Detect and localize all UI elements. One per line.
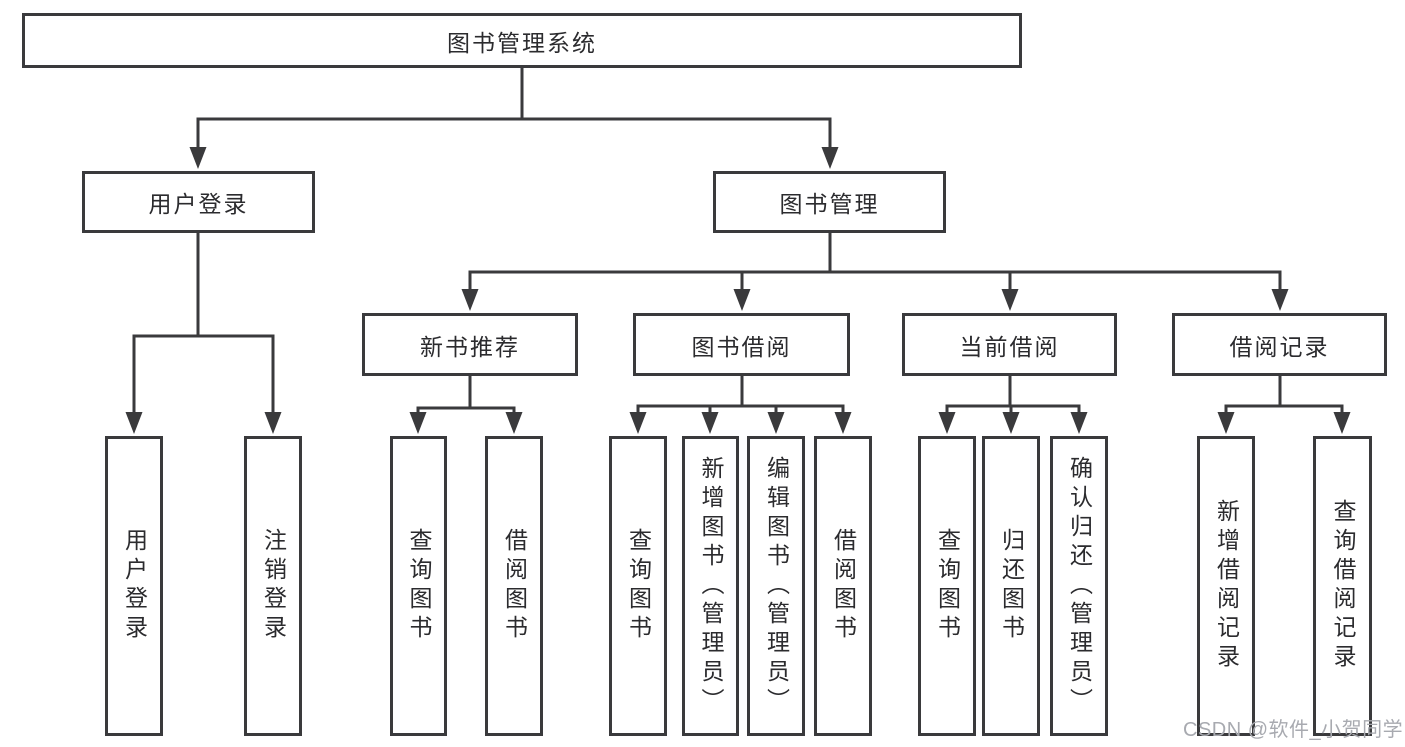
arrow-down-icon — [767, 412, 785, 434]
arrow-down-icon — [189, 147, 207, 169]
node-bb-query-book: 查询图书 — [609, 436, 667, 736]
arrow-down-icon — [1070, 412, 1088, 434]
node-current-borrow-label: 当前借阅 — [959, 333, 1060, 360]
node-cb-confirm-return-label: 确认归还（管理员） — [1066, 455, 1093, 717]
node-root: 图书管理系统 — [22, 13, 1022, 68]
node-root-label: 图书管理系统 — [447, 29, 597, 56]
node-logout: 注销登录 — [244, 436, 302, 736]
node-new-book-rec-label: 新书推荐 — [420, 333, 520, 360]
arrow-down-icon — [125, 412, 143, 434]
node-bb-borrow-book-label: 借阅图书 — [830, 528, 857, 644]
node-login-label: 用户登录 — [121, 528, 148, 644]
connector-current-borrow — [945, 376, 1081, 415]
arrow-down-icon — [1217, 412, 1235, 434]
arrow-down-icon — [1002, 412, 1020, 434]
node-book-borrow-label: 图书借阅 — [691, 333, 792, 360]
arrow-down-icon — [1271, 289, 1289, 311]
node-br-add-record: 新增借阅记录 — [1197, 436, 1255, 736]
node-bb-add-book: 新增图书（管理员） — [682, 436, 739, 736]
node-rec-borrow-book-label: 借阅图书 — [501, 528, 528, 644]
arrow-down-icon — [733, 289, 751, 311]
node-book-mgmt-module: 图书管理 — [713, 171, 946, 233]
node-borrow-records-label: 借阅记录 — [1229, 333, 1330, 360]
node-cb-query-book: 查询图书 — [918, 436, 976, 736]
connector-book-mgmt — [468, 233, 1282, 292]
arrow-down-icon — [461, 289, 479, 311]
node-new-book-rec: 新书推荐 — [362, 313, 578, 376]
node-rec-borrow-book: 借阅图书 — [485, 436, 543, 736]
connector-borrow-records — [1224, 376, 1344, 415]
node-current-borrow: 当前借阅 — [902, 313, 1117, 376]
node-bb-query-book-label: 查询图书 — [625, 528, 652, 644]
node-borrow-records: 借阅记录 — [1172, 313, 1387, 376]
node-br-query-record: 查询借阅记录 — [1313, 436, 1372, 736]
connector-paths — [132, 68, 1344, 415]
arrow-down-icon — [938, 412, 956, 434]
node-logout-label: 注销登录 — [260, 528, 287, 644]
node-login: 用户登录 — [105, 436, 163, 736]
arrow-down-icon — [409, 412, 427, 434]
node-rec-query-book: 查询图书 — [390, 436, 447, 736]
node-user-login-module-label: 用户登录 — [148, 191, 249, 217]
arrow-down-icon — [505, 412, 523, 434]
arrow-down-icon — [701, 412, 719, 434]
node-cb-query-book-label: 查询图书 — [934, 528, 961, 644]
arrow-down-icon — [1001, 289, 1019, 311]
arrow-down-icon — [834, 412, 852, 434]
connector-user-login — [132, 233, 275, 415]
connector-root — [196, 68, 832, 150]
node-cb-return-book: 归还图书 — [982, 436, 1040, 736]
node-bb-edit-book-label: 编辑图书（管理员） — [763, 455, 790, 717]
node-user-login-module: 用户登录 — [82, 171, 315, 233]
node-book-borrow: 图书借阅 — [633, 313, 850, 376]
arrow-down-icon — [1333, 412, 1351, 434]
node-bb-borrow-book: 借阅图书 — [814, 436, 872, 736]
node-cb-return-book-label: 归还图书 — [998, 528, 1025, 644]
arrow-down-icon — [821, 147, 839, 169]
node-bb-add-book-label: 新增图书（管理员） — [698, 455, 724, 717]
connector-arrowheads — [125, 147, 1351, 434]
connector-book-borrow — [636, 376, 845, 415]
node-bb-edit-book: 编辑图书（管理员） — [747, 436, 805, 736]
node-br-query-record-label: 查询借阅记录 — [1330, 499, 1356, 673]
node-cb-confirm-return: 确认归还（管理员） — [1050, 436, 1108, 736]
node-br-add-record-label: 新增借阅记录 — [1213, 499, 1240, 673]
csdn-watermark: CSDN @软件_小贺同学 — [1183, 719, 1404, 741]
node-rec-query-book-label: 查询图书 — [406, 528, 432, 644]
connector-new-book-rec — [416, 376, 516, 415]
arrow-down-icon — [629, 412, 647, 434]
node-book-mgmt-module-label: 图书管理 — [779, 191, 880, 217]
arrow-down-icon — [264, 412, 282, 434]
